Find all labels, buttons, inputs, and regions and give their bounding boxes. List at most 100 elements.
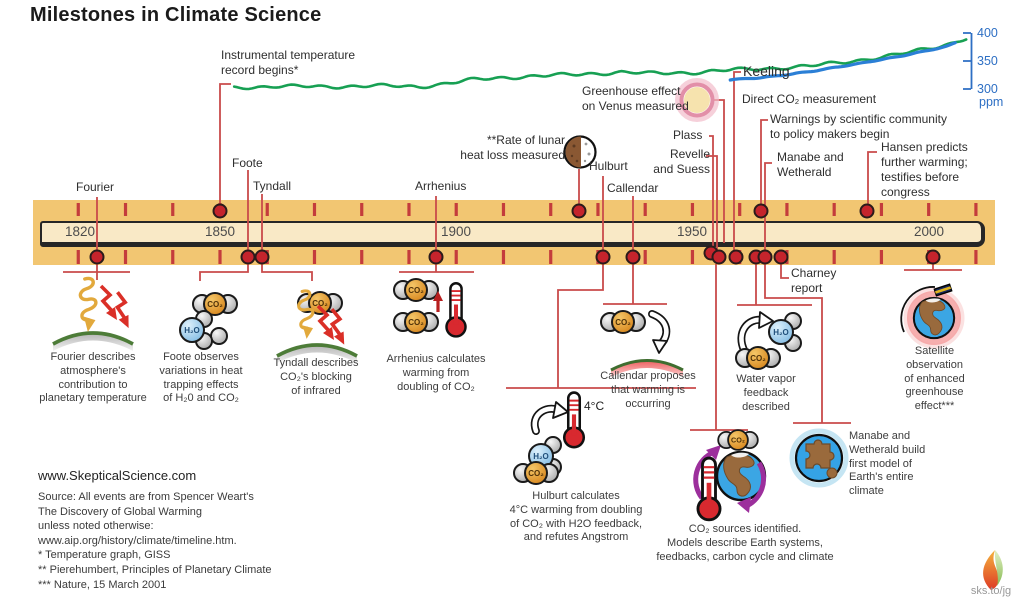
logo-url: sks.to/jg: [970, 585, 1012, 597]
caption-fourier: Fourier describes atmosphere's contribut…: [39, 351, 147, 405]
source-note-line: The Discovery of Global Warming: [38, 505, 203, 518]
tick-1860: [265, 203, 269, 216]
event-dot-callendar: [625, 249, 641, 265]
event-label-tyndall: Tyndall: [253, 179, 292, 193]
tick-1910: [501, 250, 506, 264]
source-note-line: unless noted otherwise:: [38, 520, 154, 533]
event-label-arrhenius: Arrhenius: [415, 179, 467, 193]
connector-satellite: [904, 264, 962, 271]
caption-arrhenius: Arrhenius calculates warming from doubli…: [386, 353, 486, 393]
connector-hulburt: [506, 176, 696, 389]
callendar-warming-icon: [600, 310, 685, 379]
year-label-1850: 1850: [204, 224, 236, 239]
event-dots: [89, 203, 941, 265]
ppm-tick-350: 350: [977, 54, 998, 68]
tick-1840: [171, 250, 175, 264]
event-dot-charney: [773, 249, 789, 265]
connector-tyndall: [261, 194, 313, 281]
footer: www.SkepticalScience.com Source: All eve…: [38, 468, 272, 592]
connector-hansen: [867, 151, 877, 204]
water-vapor-molecules-icon: [735, 311, 802, 370]
source-note-line: Source: All events are from Spencer Wear…: [38, 491, 254, 503]
tick-1880: [360, 203, 364, 216]
tick-1830: [123, 250, 128, 264]
tick-1880: [360, 250, 364, 264]
decade-ticks: [76, 203, 978, 264]
event-dot-instrumental: [212, 203, 228, 219]
tick-1830: [123, 203, 128, 216]
ppm-unit-label: ppm: [979, 95, 1004, 109]
venus-icon: [675, 78, 719, 122]
event-label-charney: Charney report: [791, 266, 837, 295]
tick-1900: [454, 203, 458, 216]
event-dot-foote: [240, 249, 256, 265]
connector-instrumental: [219, 83, 231, 204]
tick-1840: [171, 203, 175, 216]
caption-hulburt: Hulburt calculates 4°C warming from doub…: [509, 490, 643, 544]
event-dot-revelle-suess: [711, 249, 727, 265]
caption-satellite: Satellite observation of enhanced greenh…: [904, 345, 965, 413]
tick-1990: [879, 203, 884, 216]
event-label-warnings: Warnings by scientific community to poli…: [770, 112, 947, 141]
tick-1890: [407, 203, 411, 216]
event-dot-fourier: [89, 249, 105, 265]
event-label-hansen: Hansen predicts further warming; testifi…: [881, 140, 968, 199]
tick-1940: [643, 250, 647, 264]
source-note-line: *** Nature, 15 March 2001: [38, 578, 167, 591]
event-dot-hulburt: [595, 249, 611, 265]
earth-puzzle-icon: [789, 428, 849, 488]
tick-1850: [218, 250, 222, 264]
event-label-instrumental: Instrumental temperature record begins*: [221, 48, 356, 77]
event-label-fourier: Fourier: [76, 180, 115, 194]
temperature-curve: [232, 38, 968, 91]
event-label-lunar: **Rate of lunar heat loss measured: [460, 133, 565, 162]
co2-curve: [728, 41, 957, 82]
year-label-2000: 2000: [913, 224, 945, 239]
caption-manabe-build: Manabe and Wetherald build first model o…: [849, 430, 926, 498]
connector-foote: [199, 170, 249, 281]
event-label-revelle-suess: Revelle and Suess: [653, 147, 710, 176]
connector-plass: [709, 135, 714, 247]
trend-curves: [232, 38, 968, 91]
tick-1970: [785, 203, 789, 216]
satellite-earth-icon: [900, 283, 965, 349]
tyndall-co2-radiation-icon: [275, 288, 359, 365]
timeline-bar: [40, 221, 985, 247]
caption-water-vapor: Water vapor feedback described: [736, 373, 796, 413]
source-note-line: * Temperature graph, GISS: [38, 549, 171, 562]
event-dot-keeling: [728, 249, 744, 265]
tick-1910: [501, 203, 506, 216]
event-dot-hansen: [859, 203, 875, 219]
event-label-venus: Greenhouse effect on Venus measured: [582, 84, 689, 113]
connector-fourier: [63, 197, 130, 280]
event-dot-arrhenius: [428, 249, 444, 265]
tick-2010: [974, 250, 978, 264]
tick-1900: [454, 250, 458, 264]
event-label-hulburt: Hulburt: [589, 159, 628, 173]
ppm-axis-bracket: [963, 32, 973, 90]
tick-1950: [690, 250, 695, 264]
connector-arrhenius: [399, 196, 474, 273]
event-dot-warnings: [753, 203, 769, 219]
event-label-manabe: Manabe and Wetherald: [777, 150, 844, 179]
year-label-1820: 1820: [64, 224, 96, 239]
tick-2000: [927, 203, 931, 216]
tick-1870: [312, 203, 317, 216]
connector-lines: [63, 71, 962, 431]
arrhenius-co2-thermometer-icon: [393, 278, 467, 338]
page-title: Milestones in Climate Science: [30, 4, 322, 26]
connector-revelle: [706, 155, 718, 250]
orbit-arc-icon: [900, 286, 936, 333]
tick-1920: [549, 250, 553, 264]
tick-1980: [832, 250, 836, 264]
event-label-keeling-sub: Direct CO₂ measurement: [742, 92, 877, 106]
event-label-plass: Plass: [673, 128, 703, 142]
event-label-callendar: Callendar: [607, 181, 659, 195]
website-link: www.SkepticalScience.com: [38, 468, 197, 483]
tick-1980: [832, 203, 836, 216]
event-label-foote: Foote: [232, 156, 263, 170]
event-dot-lunar-heat: [571, 203, 587, 219]
tick-1950: [690, 203, 695, 216]
tick-1870: [312, 250, 317, 264]
